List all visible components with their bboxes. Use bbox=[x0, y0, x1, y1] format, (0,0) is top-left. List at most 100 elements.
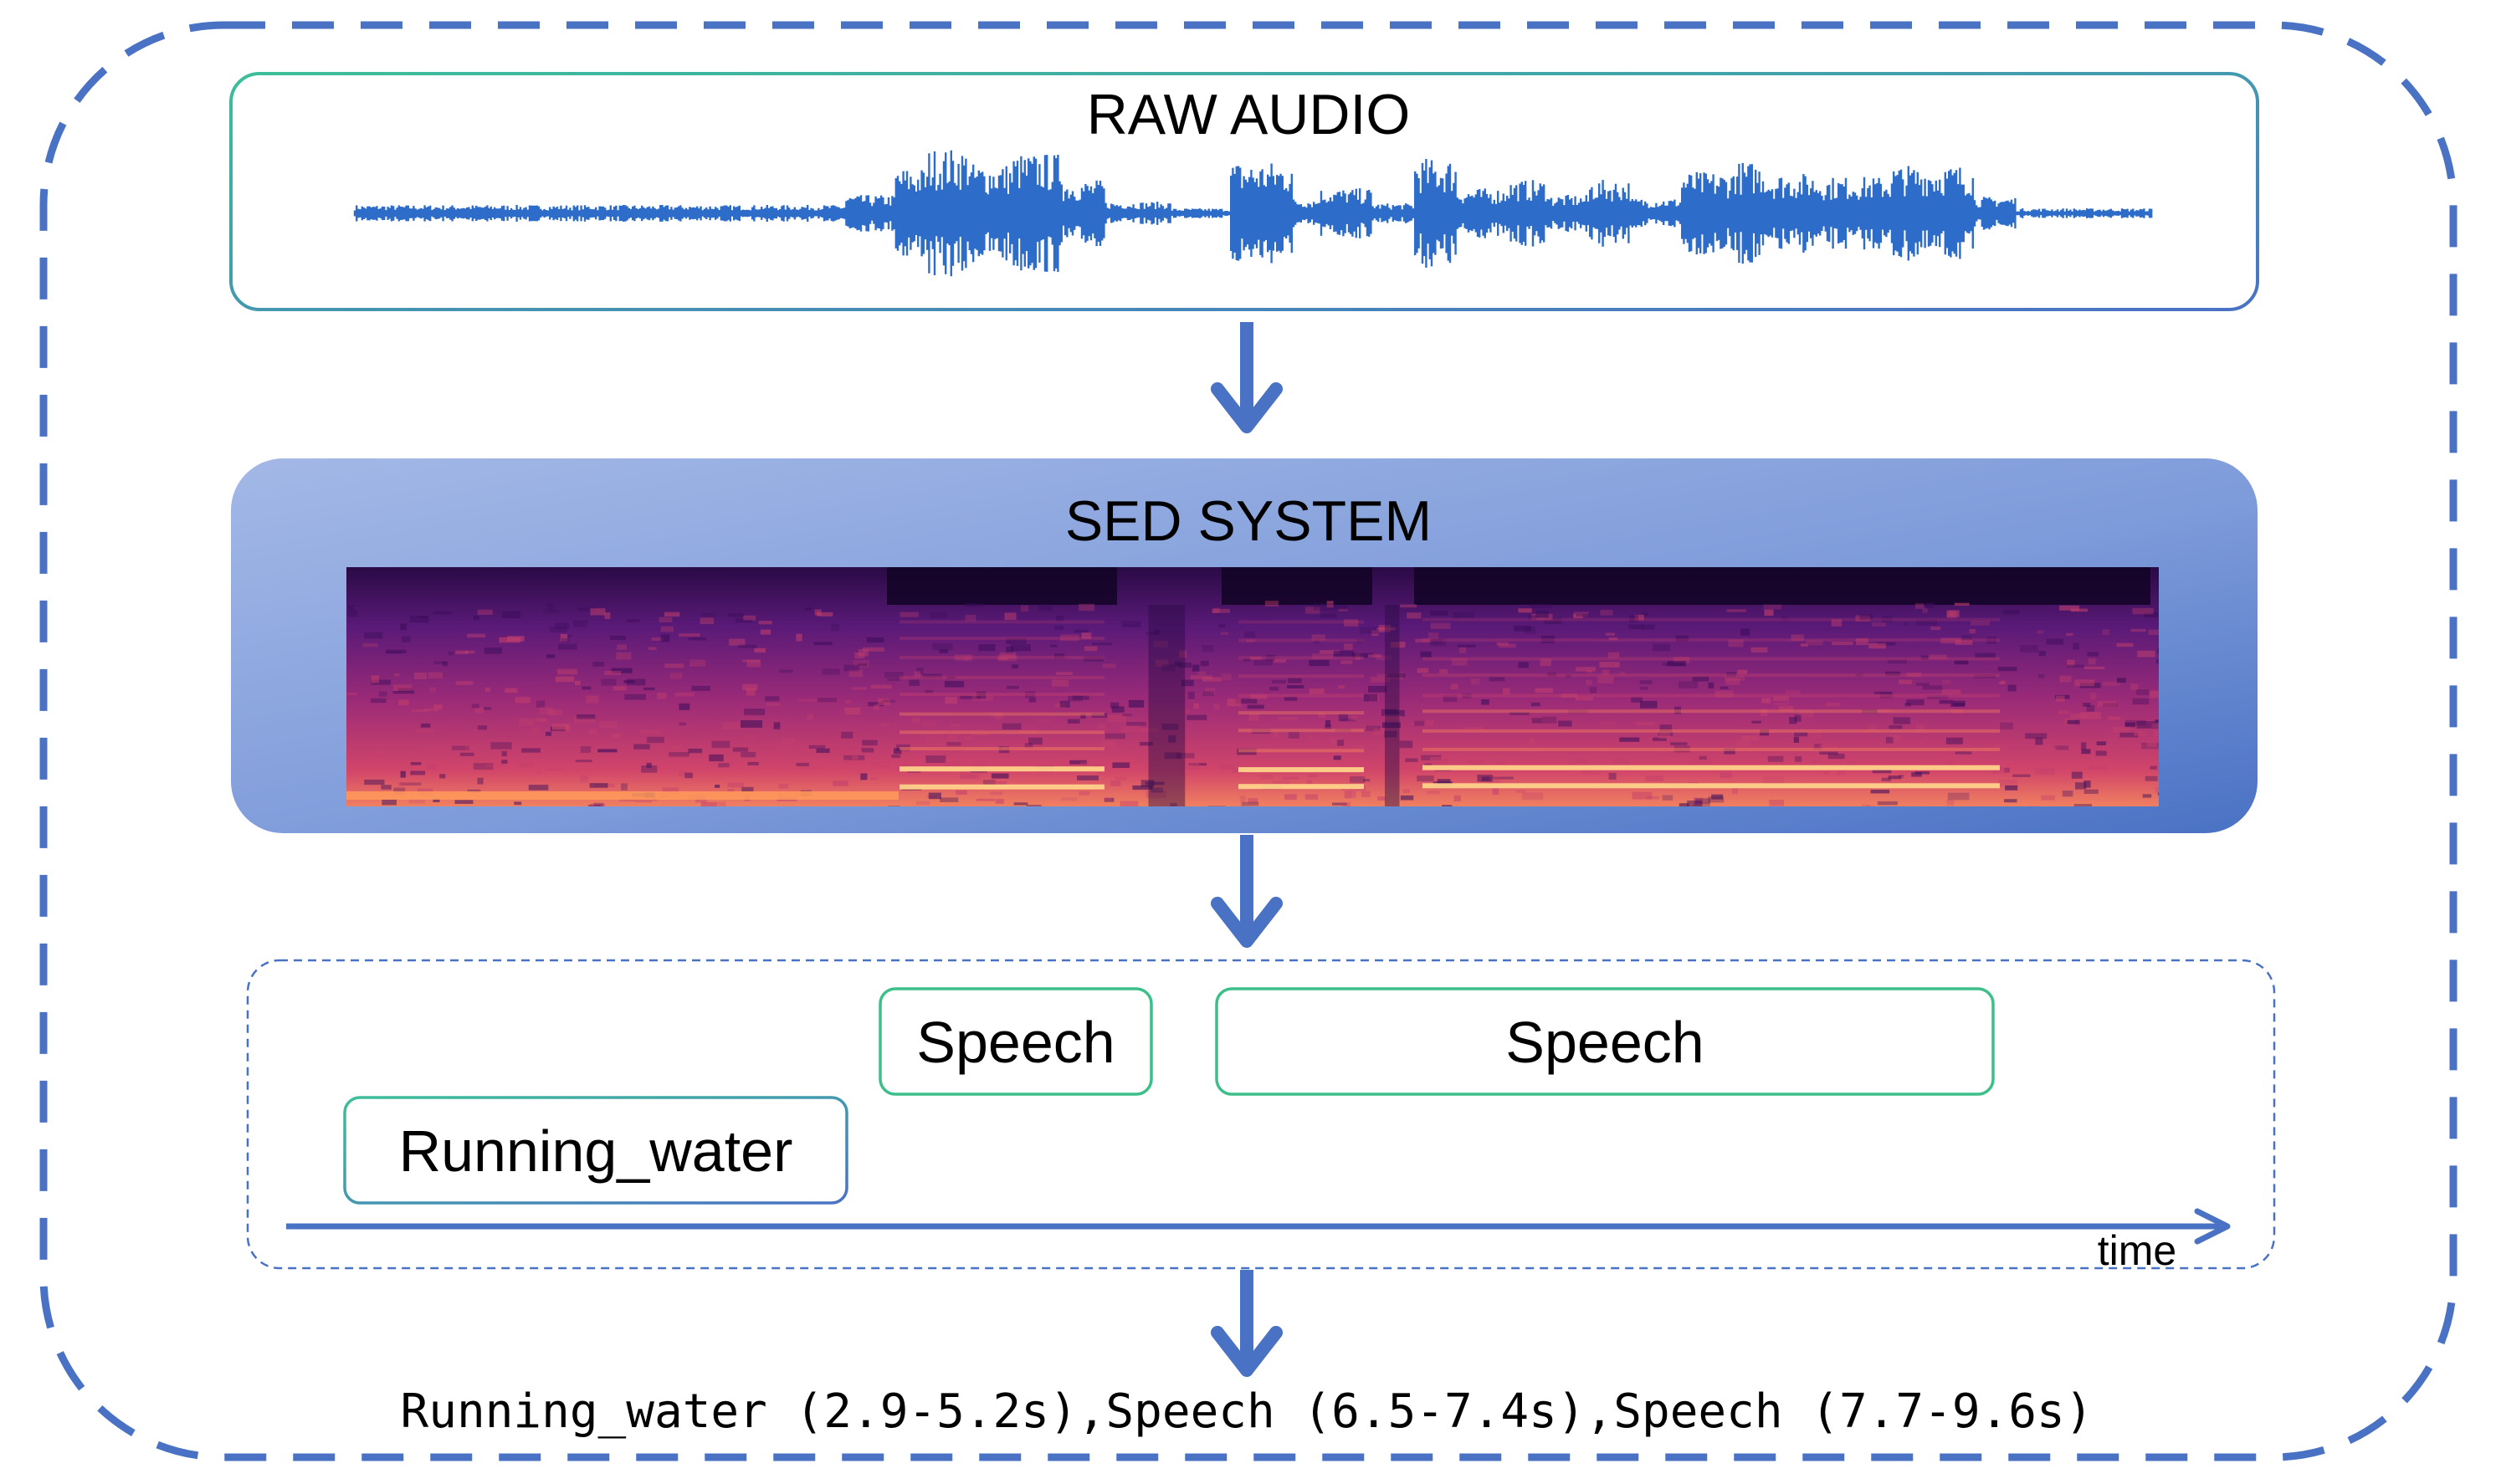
spectrogram-cell bbox=[521, 748, 541, 753]
spectrogram-cell bbox=[467, 789, 481, 793]
spectrogram-cell bbox=[1600, 610, 1613, 616]
spectrogram-cell bbox=[471, 704, 479, 709]
spectrogram-cell bbox=[1055, 672, 1073, 675]
spectrogram-cell bbox=[599, 721, 618, 728]
spectrogram-cell bbox=[474, 708, 484, 714]
spectrogram-cell bbox=[1568, 709, 1588, 714]
spectrogram-cell bbox=[393, 787, 406, 795]
spectrogram-cell bbox=[2070, 714, 2087, 719]
spectrogram-cell bbox=[1813, 744, 1822, 750]
spectrogram-cell bbox=[1690, 758, 1711, 765]
spectrogram-cell bbox=[1164, 752, 1181, 760]
spectrogram-harmonic bbox=[1422, 638, 2000, 642]
spectrogram-cell bbox=[1437, 779, 1451, 785]
spectrogram-cell bbox=[813, 642, 833, 646]
spectrogram-cell bbox=[1083, 656, 1104, 662]
spectrogram-cell bbox=[914, 671, 921, 677]
spectrogram-cell bbox=[2004, 799, 2017, 803]
spectrogram-cell bbox=[1925, 602, 1935, 608]
spectrogram-cell bbox=[454, 800, 474, 804]
spectrogram-cell bbox=[1999, 681, 2005, 684]
spectrogram-cell bbox=[392, 684, 413, 692]
spectrogram-cell bbox=[362, 643, 378, 647]
spectrogram-cell bbox=[501, 760, 508, 764]
spectrogram-cell bbox=[1192, 664, 1200, 672]
spectrogram-cell bbox=[742, 683, 758, 690]
spectrogram-cell bbox=[426, 764, 437, 770]
waveform bbox=[353, 150, 2153, 277]
spectrogram-cell bbox=[1034, 719, 1054, 722]
spectrogram-cell bbox=[679, 722, 686, 726]
spectrogram-cell bbox=[808, 745, 826, 749]
spectrogram-cell bbox=[1888, 775, 1902, 780]
spectrogram-cell bbox=[347, 605, 354, 611]
spectrogram-cell bbox=[1153, 640, 1168, 647]
spectrogram-cell bbox=[2058, 710, 2069, 714]
spectrogram-cell bbox=[1320, 613, 1337, 618]
spectrogram-cell bbox=[1351, 715, 1357, 720]
spectrogram-cell bbox=[507, 636, 525, 642]
spectrogram-cell bbox=[1541, 716, 1557, 724]
spectrogram-cell bbox=[1282, 776, 1299, 780]
spectrogram-cell bbox=[1974, 674, 1996, 678]
spectrogram-cell bbox=[964, 603, 977, 606]
spectrogram-cell bbox=[627, 678, 646, 686]
spectrogram-cell bbox=[556, 668, 577, 675]
spectrogram-cell bbox=[1670, 742, 1688, 745]
spectrogram-cell bbox=[664, 612, 680, 617]
spectrogram-cell bbox=[400, 623, 407, 631]
spectrogram-cell bbox=[1273, 729, 1279, 738]
spectrogram-cell bbox=[1528, 615, 1537, 621]
spectrogram-cell bbox=[577, 607, 595, 612]
spectrogram-cell bbox=[940, 797, 959, 802]
spectrogram-cell bbox=[1390, 642, 1406, 648]
spectrogram-cell bbox=[1288, 731, 1299, 739]
spectrogram-cell bbox=[965, 614, 976, 622]
spectrogram-cell bbox=[1826, 703, 1841, 707]
spectrogram-harmonic bbox=[1422, 673, 2000, 678]
spectrogram-cell bbox=[991, 773, 1009, 779]
spectrogram-cell bbox=[848, 669, 864, 678]
spectrogram-cell bbox=[418, 615, 428, 619]
spectrogram-cell bbox=[545, 731, 551, 736]
spectrogram-cell bbox=[867, 637, 884, 643]
spectrogram-cell bbox=[398, 782, 404, 786]
spectrogram-cell bbox=[1212, 607, 1220, 613]
spectrogram-cell bbox=[2046, 638, 2063, 645]
spectrogram-cell bbox=[1794, 732, 1808, 737]
spectrogram-cell bbox=[738, 644, 757, 648]
spectrogram-cell bbox=[1200, 660, 1209, 667]
spectrogram-cell bbox=[978, 644, 996, 652]
spectrogram-cell bbox=[998, 657, 1008, 660]
spectrogram-cell bbox=[626, 618, 640, 622]
spectrogram-cell bbox=[1325, 724, 1331, 729]
spectrogram-cell bbox=[1274, 658, 1287, 663]
spectrogram-cell bbox=[1333, 755, 1341, 760]
spectrogram-cell bbox=[1720, 686, 1729, 689]
spectrogram-cell bbox=[1377, 796, 1386, 801]
spectrogram-cell bbox=[543, 609, 561, 614]
spectrogram-cell bbox=[1178, 663, 1192, 668]
spectrogram-cell bbox=[798, 765, 820, 769]
spectrogram-cell bbox=[433, 798, 440, 802]
spectrogram-cell bbox=[2155, 719, 2159, 723]
spectrogram-cell bbox=[700, 617, 715, 625]
spectrogram-cell bbox=[1128, 699, 1145, 708]
spectrogram-cell bbox=[2125, 719, 2146, 726]
spectrogram-cell bbox=[1434, 744, 1441, 747]
spectrogram-cell bbox=[484, 687, 491, 692]
spectrogram-cell bbox=[889, 806, 900, 811]
spectrogram-cell bbox=[1642, 624, 1655, 630]
spectrogram-cell bbox=[746, 688, 756, 696]
spectrogram-cell bbox=[1145, 632, 1157, 635]
spectrogram-cell bbox=[1856, 638, 1868, 646]
spectrogram-cell bbox=[473, 763, 494, 770]
spectrogram-cell bbox=[746, 734, 755, 742]
spectrogram-cell bbox=[1414, 720, 1424, 726]
spectrogram-cell bbox=[1811, 759, 1819, 764]
spectrogram-cell bbox=[926, 737, 947, 745]
spectrogram-cell bbox=[946, 676, 956, 679]
spectrogram-cell bbox=[860, 773, 868, 780]
spectrogram-cell bbox=[1726, 609, 1746, 612]
spectrogram-cell bbox=[386, 649, 407, 653]
